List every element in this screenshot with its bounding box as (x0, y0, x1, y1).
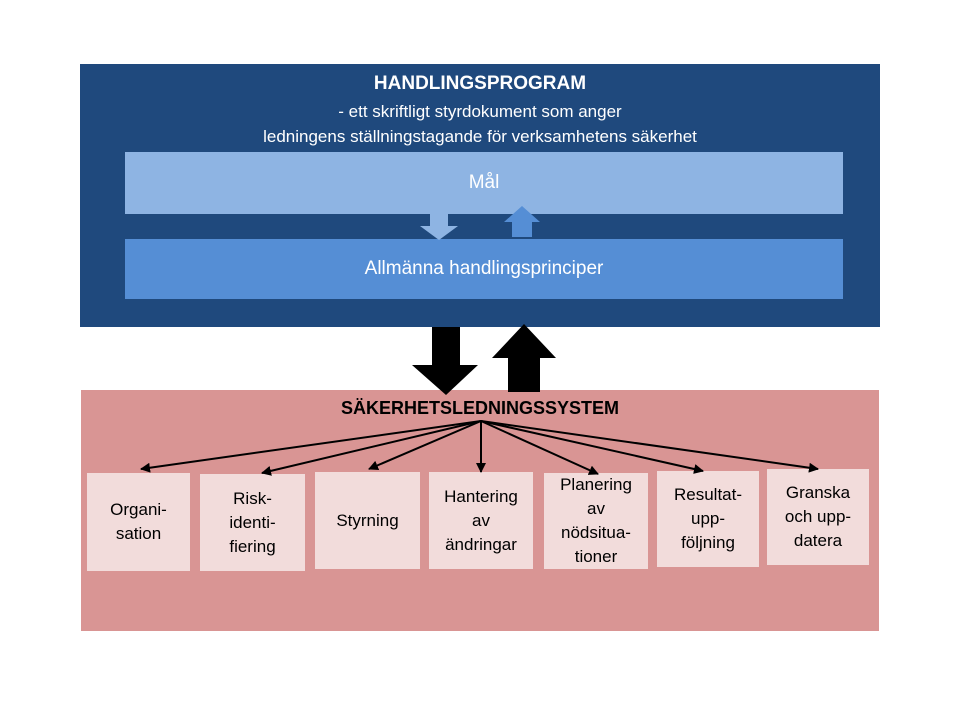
connector-organisation (140, 420, 482, 473)
component-connectors (140, 420, 819, 476)
principles-bar: Allmänna handlingsprinciper (125, 239, 843, 299)
connector-riskidentifiering (261, 420, 482, 476)
principles-label: Allmänna handlingsprinciper (364, 258, 604, 279)
handlingsprogram-title: HANDLINGSPROGRAM (373, 73, 587, 94)
goal-up-arrow (504, 206, 540, 237)
connector-resultatuppfoljning (480, 420, 704, 474)
system-to-program-arrow (492, 324, 556, 392)
handlingsprogram-subtitle-line2: ledningens ställningstagande för verksam… (263, 127, 697, 146)
handlingsprogram-subtitle-line1: - ett skriftligt styrdokument som anger (338, 102, 622, 121)
component-box-organisation: Organi- sation (87, 473, 190, 571)
program-to-system-arrow (412, 327, 478, 395)
ledningssystem-title: SÄKERHETSLEDNINGSSYSTEM (340, 398, 620, 418)
goal-bar: Mål (125, 152, 843, 214)
connector-planering (480, 420, 599, 475)
component-box-planering: Planering av nödsitua- tioner (544, 473, 648, 569)
goal-down-arrow (420, 214, 458, 240)
goal-label: Mål (468, 172, 500, 193)
component-box-resultatuppfoljning: Resultat- upp- följning (657, 471, 759, 567)
connector-granska (480, 420, 819, 473)
connector-styrning (368, 420, 482, 471)
component-box-riskidentifiering: Risk- identi- fiering (200, 474, 305, 571)
component-box-hantering: Hantering av ändringar (429, 472, 533, 569)
component-box-styrning: Styrning (315, 472, 420, 569)
component-box-granska: Granska och upp- datera (767, 469, 869, 565)
